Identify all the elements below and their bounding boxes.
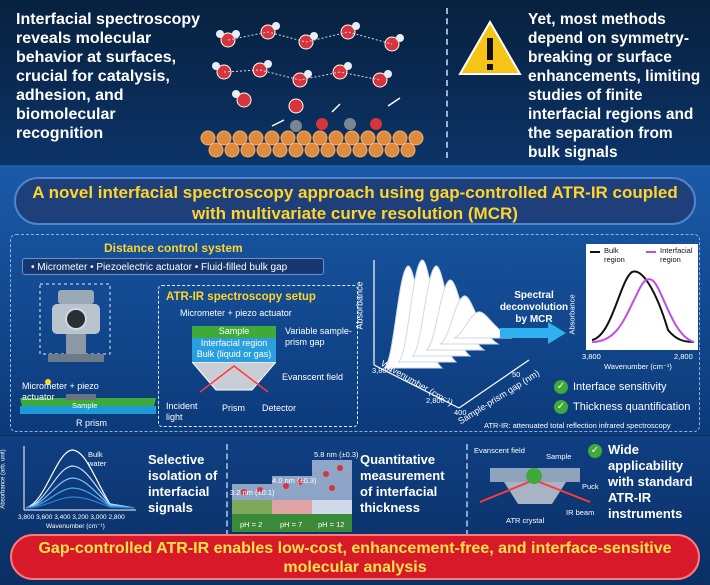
setup-evanescent-label: Evanscent field: [282, 372, 344, 382]
top-divider: [446, 8, 448, 158]
check-label: Thickness quantification: [573, 400, 691, 413]
mcr-xtick: 3,800: [582, 352, 601, 361]
setup-interfacial: Interfacial region: [200, 338, 268, 348]
distance-item: Fluid-filled bulk gap: [201, 262, 288, 273]
wide-applicability-text: Wide applicability with standard ATR-IR …: [608, 442, 693, 521]
sample-label: Sample: [72, 401, 98, 410]
small-plot-xtick: 3,200: [72, 514, 89, 521]
bullet-icon: •: [90, 262, 97, 273]
thickness-label: 3.2 nm (±0.1): [230, 488, 275, 497]
distance-control-bar: • Micrometer • Piezoelectric actuator • …: [22, 258, 324, 275]
setup-bulk: Bulk (liquid or gas): [196, 349, 272, 359]
selective-spectra-plot: [23, 446, 136, 511]
small-plot-xtick: 3,800: [18, 514, 35, 521]
plot3d-ztick: 50: [512, 370, 521, 379]
mcr-xlabel: Wavenumber (cm⁻¹): [604, 362, 672, 371]
waterfall-spectra-plot: [373, 259, 530, 409]
setup-region: Interfacial region Bulk (liquid or gas): [192, 338, 276, 362]
setup-sample: Sample: [192, 326, 276, 338]
crystal-evanescent-label: Evanscent field: [474, 446, 525, 455]
mcr-result-plot: [586, 244, 698, 350]
setup-prism-label: Prism: [222, 403, 245, 413]
thickness-label: 4.0 nm (±0.3): [272, 476, 317, 485]
crystal-puck-label: Puck: [582, 482, 599, 491]
check-icon: ✓: [554, 400, 568, 414]
ph-label: pH = 12: [318, 520, 345, 529]
crystal-ir-label: IR beam: [566, 508, 595, 517]
surface-molecules-illustration: [200, 22, 424, 158]
check-item: ✓ Interface sensitivity: [554, 380, 667, 394]
selective-text: Selective isolation of interfacial signa…: [148, 452, 218, 515]
setup-subtitle: Micrometer + piezo actuator: [180, 308, 292, 318]
check-icon: ✓: [588, 444, 602, 458]
mcr-legend-bulk: Bulk region: [604, 246, 625, 264]
small-plot-xticks: 3,800 3,600 3,400 3,200 3,000 2,800: [18, 514, 142, 521]
plot3d-ylabel: Absorbance: [354, 281, 365, 330]
distance-control-title: Distance control system: [104, 241, 243, 255]
arrow-right-icon: [500, 322, 566, 344]
bullet-icon: •: [194, 262, 202, 273]
crystal-sample-label: Sample: [546, 452, 572, 461]
small-plot-xtick: 3,000: [90, 514, 107, 521]
setup-incident-label: Incident light: [166, 401, 198, 422]
deconvolution-label: Spectral deconvolution by MCR: [499, 290, 569, 325]
mcr-xtick: 2,800: [674, 352, 693, 361]
mcr-ylabel: Absorbance: [567, 294, 577, 335]
prism-illustration: [192, 362, 276, 393]
quantitative-text: Quantitative measurement of interfacial …: [360, 452, 445, 515]
small-plot-xtick: 3,400: [54, 514, 71, 521]
ph-label: pH = 7: [280, 520, 303, 529]
setup-detector-label: Detector: [262, 403, 297, 413]
conclusion-banner: Gap-controlled ATR-IR enables low-cost, …: [10, 534, 700, 580]
micrometer-label: Micrometer + piezo actuator: [22, 381, 99, 402]
bulk-water-legend: Bulk water: [88, 450, 107, 468]
setup-title: ATR-IR spectroscopy setup: [166, 291, 316, 303]
plot3d-xtick: 2,800: [426, 396, 445, 405]
thickness-illustration: [232, 460, 352, 532]
approach-title-banner: A novel interfacial spectroscopy approac…: [14, 177, 696, 225]
apparatus-illustration: [20, 283, 156, 414]
intro-text: Interfacial spectroscopy reveals molecul…: [16, 11, 201, 142]
small-plot-ylabel: Absorbance (arb. unit): [0, 449, 7, 509]
plot3d-ztick: 400: [454, 408, 467, 417]
method-panel: [10, 234, 700, 432]
distance-item: Micrometer: [37, 262, 88, 273]
ph-label: pH = 2: [240, 520, 263, 529]
warning-text: Yet, most methods depend on symmetry-bre…: [528, 11, 701, 161]
setup-box: [158, 285, 358, 427]
small-plot-xlabel: Wavenumber (cm⁻¹): [46, 523, 105, 530]
setup-gap-label: Variable sample-prism gap: [285, 326, 352, 347]
atr-crystal-illustration: [479, 468, 591, 504]
check-icon: ✓: [554, 380, 568, 394]
distance-item: Piezoelectric actuator: [96, 262, 192, 273]
prism-label: R prism: [76, 418, 107, 428]
footnote: ATR-IR: attenuated total reflection infr…: [484, 421, 671, 430]
small-plot-xtick: 2,800: [108, 514, 125, 521]
plot3d-xtick: 3,800: [372, 366, 391, 375]
check-label: Interface sensitivity: [573, 380, 667, 393]
mcr-legend-interfacial: Interfacial region: [660, 246, 693, 264]
bottom-divider: [226, 444, 228, 536]
crystal-name-label: ATR crystal: [506, 516, 545, 525]
bullet-icon: •: [31, 262, 38, 273]
warning-icon: [458, 20, 522, 75]
check-item: ✓ Thickness quantification: [554, 400, 690, 414]
thickness-label: 5.8 nm (±0.3): [314, 450, 359, 459]
small-plot-xtick: 3,600: [36, 514, 53, 521]
bottom-divider: [466, 444, 468, 536]
